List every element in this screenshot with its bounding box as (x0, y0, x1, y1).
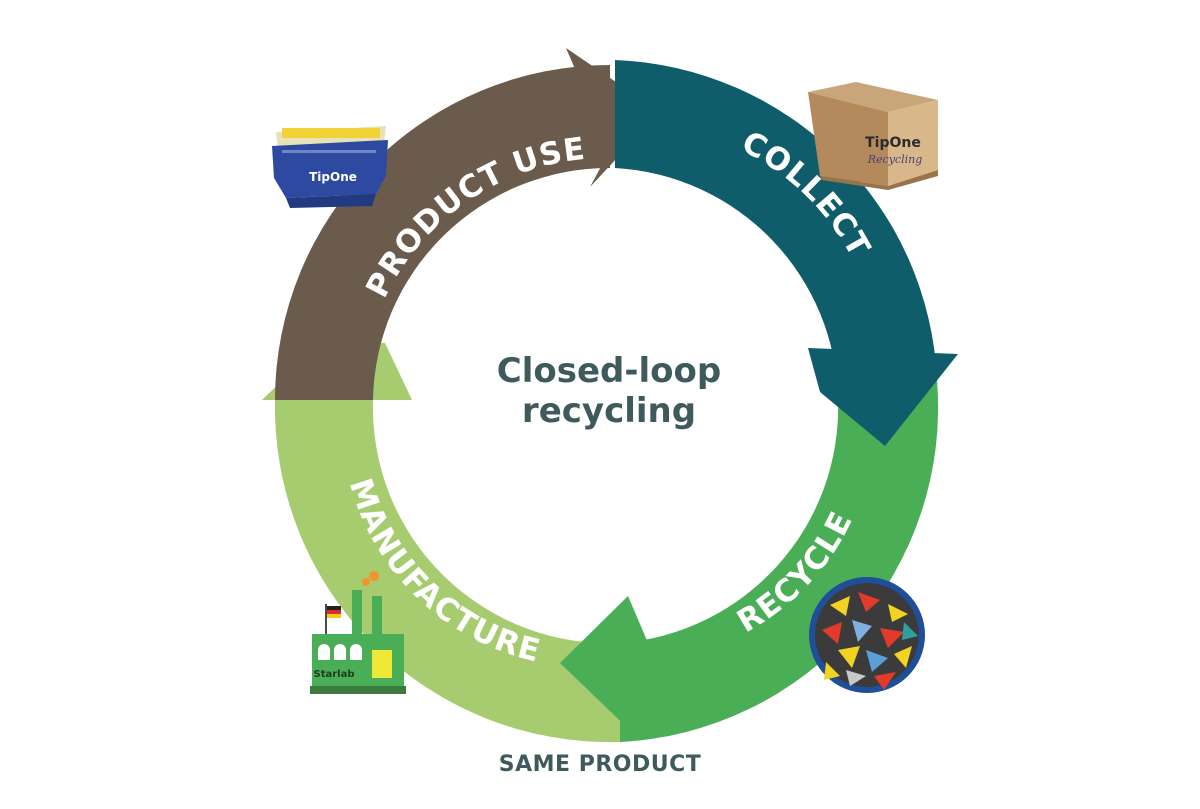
footer-caption: SAME PRODUCT (498, 752, 702, 777)
center-title-line1: Closed-loop (497, 351, 721, 391)
shredded-plastic-bowl-icon (809, 577, 925, 693)
factory-brand: Starlab (314, 669, 355, 680)
pipette-tip-box-icon: TipOne (272, 126, 388, 208)
collect-arrow (615, 60, 958, 446)
center-title-line2: recycling (522, 391, 696, 431)
shipping-box-sub: Recycling (867, 153, 923, 166)
cardboard-box-icon: TipOne Recycling (808, 82, 938, 190)
recycle-arrow (560, 380, 939, 742)
shipping-box-brand: TipOne (865, 135, 921, 151)
tip-box-brand: TipOne (309, 170, 357, 184)
factory-icon: Starlab (310, 571, 406, 694)
germany-flag (327, 606, 341, 618)
product-use-arrow (275, 48, 660, 400)
